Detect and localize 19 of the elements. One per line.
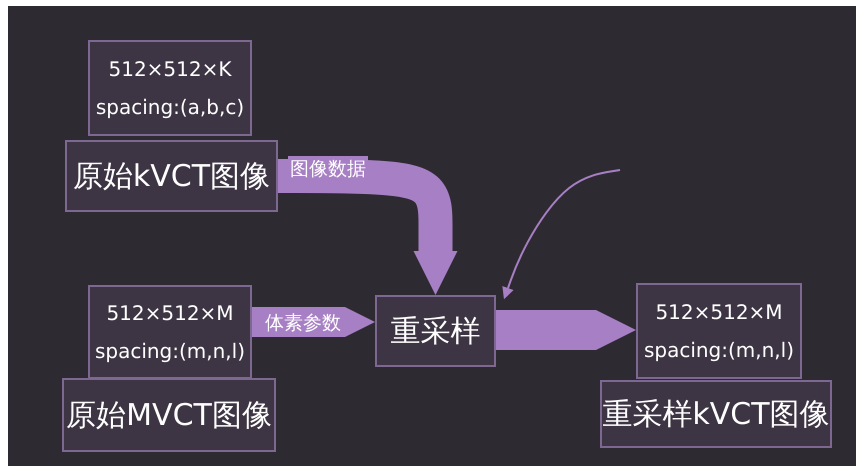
box-text: 512×512×M [655,299,783,326]
box-text: 原始kVCT图像 [72,158,270,196]
box-text: 原始MVCT图像 [66,396,272,434]
text-box [600,380,832,448]
box-text: spacing:(m,n,l) [644,337,794,364]
box-text: 512×512×K [108,56,232,83]
box-text: 重采样 [390,312,480,350]
thick-arrow [278,159,458,295]
text-box [88,285,252,379]
text-box [62,378,276,452]
text-box [636,283,802,379]
text-box [65,140,278,212]
text-box [88,40,252,136]
box-text: spacing:(a,b,c) [96,94,244,121]
curved-arrow [502,169,620,300]
box-text: 重采样kVCT图像 [602,396,830,434]
text-box [375,295,496,367]
box-text: spacing:(m,n,l) [94,338,246,365]
box-text: 512×512×M [106,300,234,327]
